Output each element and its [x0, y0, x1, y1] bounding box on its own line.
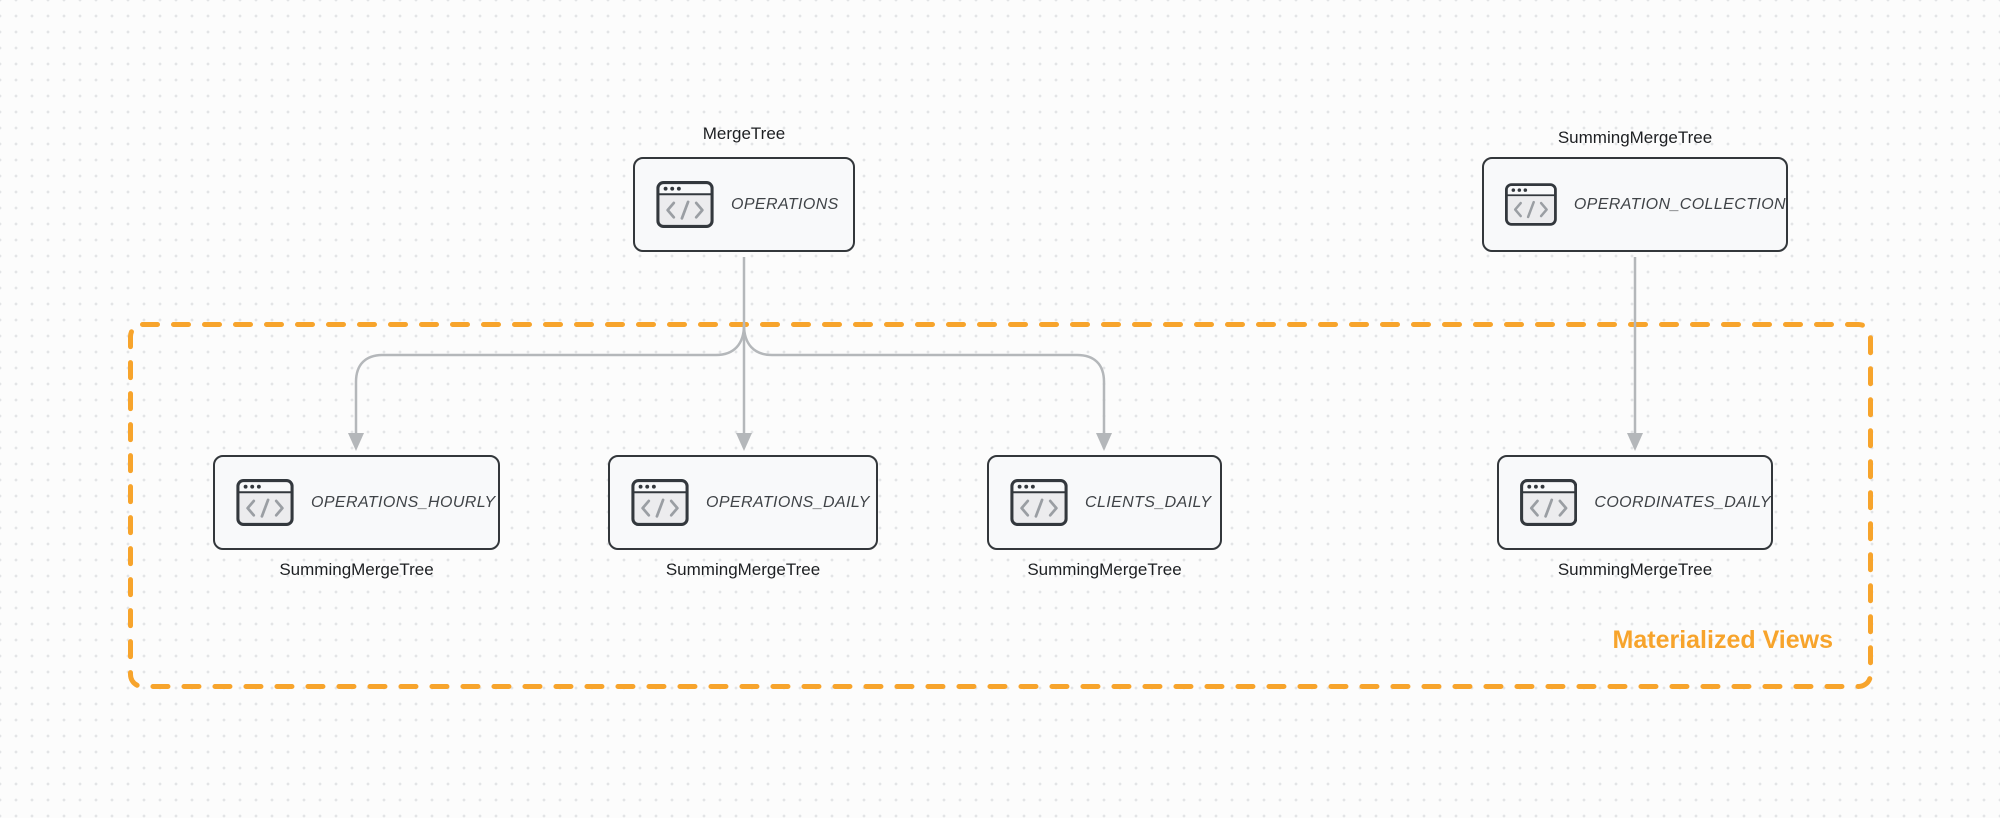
edge-operations-to-clients-daily — [742, 324, 1106, 435]
arrowhead-icon — [1096, 433, 1112, 451]
code-window-icon — [631, 479, 689, 526]
engine-label-summingmergetree: SummingMergeTree — [1557, 560, 1713, 579]
engine-label-summingmergetree: SummingMergeTree — [279, 560, 434, 579]
code-window-icon — [236, 479, 294, 526]
node-coordinates-daily[interactable]: COORDINATES_DAILY — [1497, 455, 1773, 550]
node-clients-daily[interactable]: CLIENTS_DAILY — [987, 455, 1222, 550]
engine-label-mergetree: MergeTree — [702, 124, 786, 143]
node-label: COORDINATES_DAILY — [1594, 493, 1771, 511]
materialized-views-label: Materialized Views — [1612, 626, 1833, 654]
node-label: OPERATIONS_DAILY — [706, 493, 870, 511]
code-window-icon — [1010, 479, 1068, 526]
node-operations-daily[interactable]: OPERATIONS_DAILY — [608, 455, 878, 550]
arrowhead-icon — [348, 433, 364, 451]
code-window-icon — [1505, 183, 1557, 226]
node-label: OPERATIONS_HOURLY — [311, 493, 496, 511]
arrowhead-icon — [736, 433, 752, 451]
node-operations-hourly[interactable]: OPERATIONS_HOURLY — [213, 455, 500, 550]
node-operation-collection[interactable]: OPERATION_COLLECTION — [1482, 157, 1788, 252]
node-operations[interactable]: OPERATIONS — [633, 157, 855, 252]
engine-label-summingmergetree: SummingMergeTree — [1027, 560, 1182, 579]
code-window-icon — [656, 181, 714, 228]
engine-label-summingmergetree: SummingMergeTree — [1557, 128, 1713, 147]
node-label: OPERATIONS — [731, 195, 839, 213]
edge-operations-to-operations-hourly — [354, 324, 746, 435]
node-label: CLIENTS_DAILY — [1085, 493, 1212, 511]
materialized-views-group-frame[interactable] — [128, 322, 1873, 689]
code-window-icon — [1520, 479, 1578, 526]
arrowhead-icon — [1627, 433, 1643, 451]
engine-label-summingmergetree: SummingMergeTree — [665, 560, 821, 579]
node-label: OPERATION_COLLECTION — [1573, 195, 1786, 213]
